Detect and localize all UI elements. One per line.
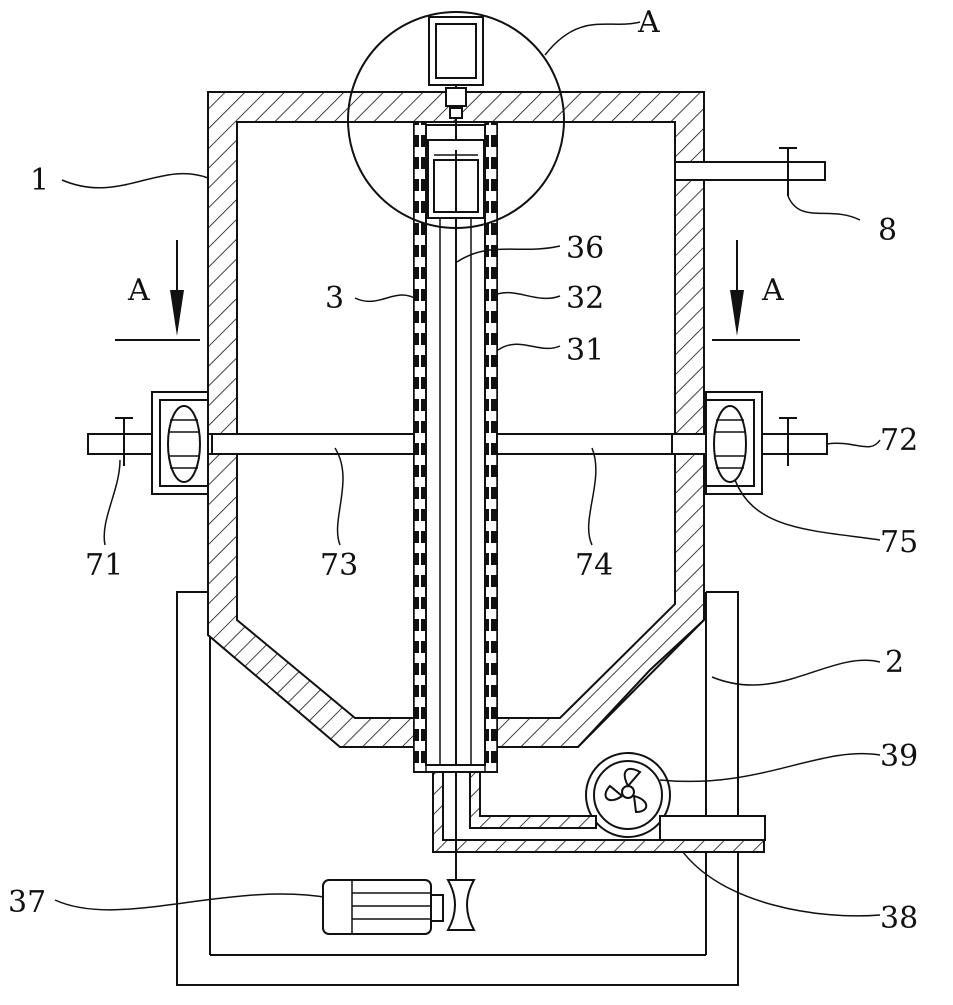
leader-shaft (354, 294, 419, 303)
liner-slant (577, 619, 705, 748)
top-actuator (427, 16, 485, 219)
label-tube-inner: 32 (566, 281, 604, 316)
leader-pipe-right (587, 447, 597, 546)
duct (432, 771, 766, 853)
leader-duct (679, 847, 881, 917)
outlet-pipe (674, 147, 861, 221)
label-motor: 37 (8, 885, 46, 920)
tank-wall (207, 91, 705, 748)
leader-fan (659, 752, 881, 783)
label-bellows: 75 (880, 525, 918, 560)
motor (322, 772, 476, 935)
label-base: 2 (885, 645, 904, 680)
leader-a-top (544, 21, 641, 56)
leader-inlet-left (103, 459, 121, 546)
label-duct: 38 (880, 901, 918, 936)
label-shaft: 3 (325, 281, 344, 316)
label-pipe-right: 74 (575, 548, 613, 583)
leader-base (711, 659, 881, 686)
leader-pipe-left (334, 447, 344, 546)
label-rod: 36 (566, 231, 604, 266)
base-frame (176, 591, 739, 986)
label-fan: 39 (880, 739, 918, 774)
label-section-left: A (127, 273, 150, 308)
label-pipe-left: 73 (320, 548, 358, 583)
fan (585, 752, 671, 838)
detail-circle (347, 11, 565, 229)
bellows-left (151, 391, 209, 495)
leader-bellows (734, 479, 881, 541)
label-tube-outer: 31 (566, 333, 604, 368)
label-section-right: A (761, 273, 784, 308)
label-outlet-pipe: 8 (878, 213, 897, 248)
label-section-top: A (637, 5, 660, 40)
central-tube (413, 121, 498, 773)
bellows-right (705, 391, 763, 495)
label-inlet-left: 71 (85, 548, 123, 583)
leader-tube-inner (491, 291, 561, 300)
leader-rod (456, 245, 561, 263)
label-inlet-right: 72 (880, 423, 918, 458)
section-marker-right: A (712, 240, 800, 341)
leader-tank (61, 173, 209, 189)
section-marker-left: A (115, 240, 200, 341)
leader-tube-outer (497, 343, 561, 351)
leader-inlet-right (826, 439, 881, 448)
label-tank: 1 (30, 163, 49, 198)
leader-motor (54, 893, 331, 911)
